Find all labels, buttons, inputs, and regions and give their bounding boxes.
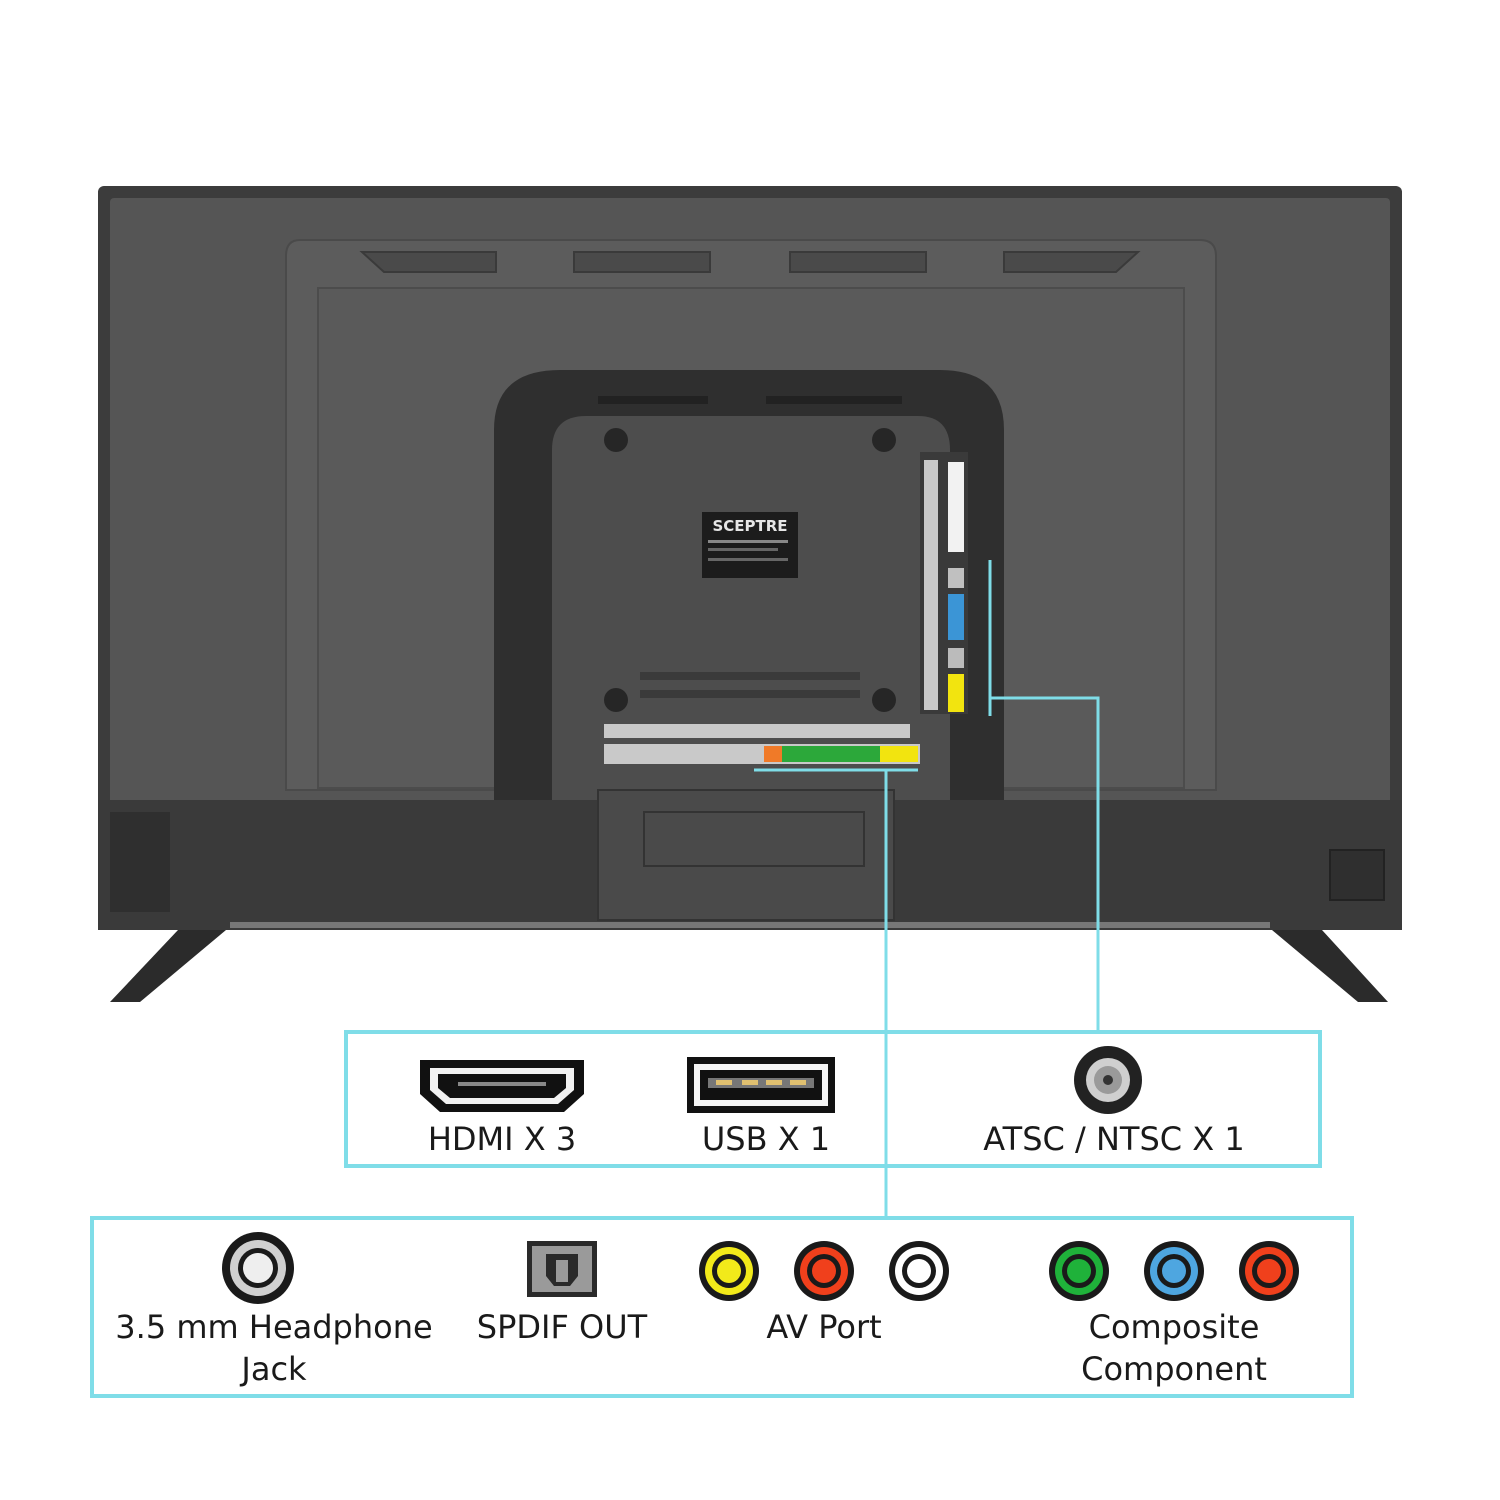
bottom-ports-box xyxy=(90,1216,1354,1398)
optical-port-icon xyxy=(527,1241,597,1297)
brand-label xyxy=(702,512,798,578)
spdif-label: SPDIF OUT xyxy=(476,1308,648,1346)
av-port-label: AV Port xyxy=(766,1308,882,1346)
usb-port-icon xyxy=(687,1057,835,1113)
coax-label: ATSC / NTSC X 1 xyxy=(983,1120,1245,1158)
component-label-line1: Composite xyxy=(1088,1308,1260,1346)
component-red-jack-icon xyxy=(1239,1241,1299,1301)
av-white-jack-icon xyxy=(889,1241,949,1301)
headphone-jack-icon xyxy=(222,1232,294,1304)
coax-port-icon xyxy=(1074,1046,1142,1114)
rca-component-icons xyxy=(1049,1241,1299,1301)
hdmi-label: HDMI X 3 xyxy=(427,1120,577,1158)
headphone-label-line1: 3.5 mm Headphone xyxy=(115,1308,433,1346)
av-yellow-jack-icon xyxy=(699,1241,759,1301)
right-stand-leg xyxy=(1272,930,1388,1002)
left-stand-leg xyxy=(110,930,226,1002)
hdmi-port-icon xyxy=(420,1060,584,1112)
usb-label: USB X 1 xyxy=(701,1120,831,1158)
top-ports-box xyxy=(344,1030,1322,1168)
brand-logo-text: SCEPTRE xyxy=(712,517,787,535)
av-red-jack-icon xyxy=(794,1241,854,1301)
component-blue-jack-icon xyxy=(1144,1241,1204,1301)
rca-av-icons xyxy=(699,1241,949,1301)
headphone-label-line2: Jack xyxy=(241,1350,307,1388)
component-label-line2: Component xyxy=(1081,1350,1267,1388)
component-green-jack-icon xyxy=(1049,1241,1109,1301)
